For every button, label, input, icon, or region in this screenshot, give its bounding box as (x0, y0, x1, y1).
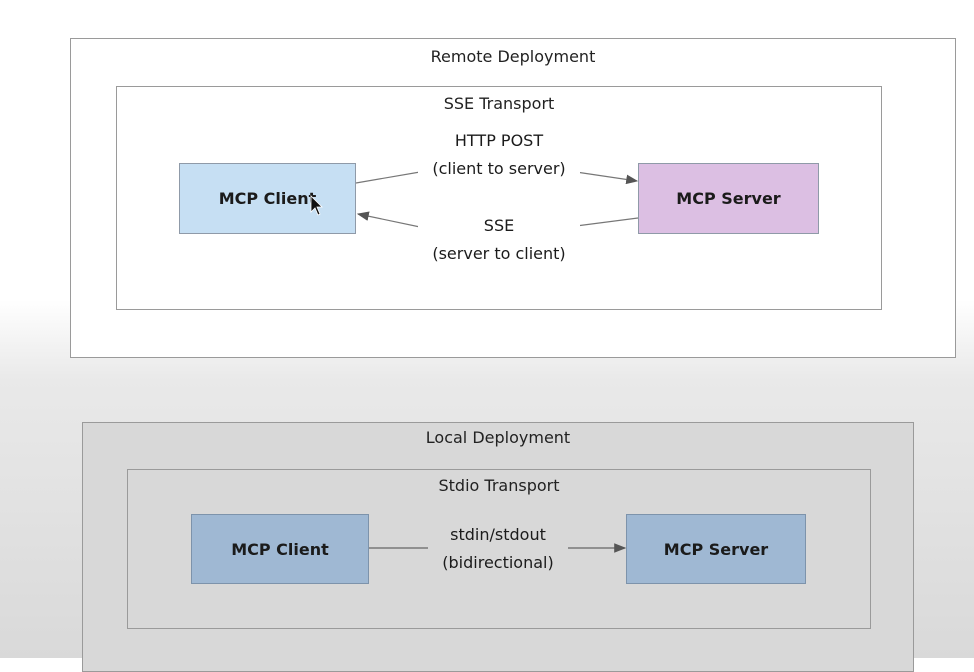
stdio-label: stdin/stdout (bidirectional) (428, 521, 568, 577)
sse-line-a (575, 217, 639, 227)
local-mcp-server: MCP Server (626, 514, 806, 584)
remote-mcp-server: MCP Server (638, 163, 819, 234)
sse-arrow (356, 211, 421, 228)
sse-label-line1: SSE (483, 216, 515, 235)
http-post-label-line1: HTTP POST (454, 131, 544, 150)
http-post-line-a (355, 171, 421, 184)
stdio-label-line1: stdin/stdout (450, 525, 546, 544)
http-post-arrow (575, 171, 639, 185)
http-post-label: HTTP POST (client to server) (418, 127, 580, 183)
local-deployment-title: Local Deployment (425, 428, 571, 447)
sse-label: SSE (server to client) (418, 212, 580, 268)
stdio-label-line2: (bidirectional) (442, 553, 554, 572)
http-post-label-line2: (client to server) (432, 159, 566, 178)
stdio-transport-title: Stdio Transport (438, 476, 560, 495)
remote-mcp-client: MCP Client (179, 163, 356, 234)
sse-label-line2: (server to client) (432, 244, 566, 263)
sse-transport-title: SSE Transport (443, 94, 555, 113)
remote-deployment-title: Remote Deployment (430, 47, 596, 66)
local-mcp-client: MCP Client (191, 514, 369, 584)
connector-arrows (355, 171, 639, 553)
